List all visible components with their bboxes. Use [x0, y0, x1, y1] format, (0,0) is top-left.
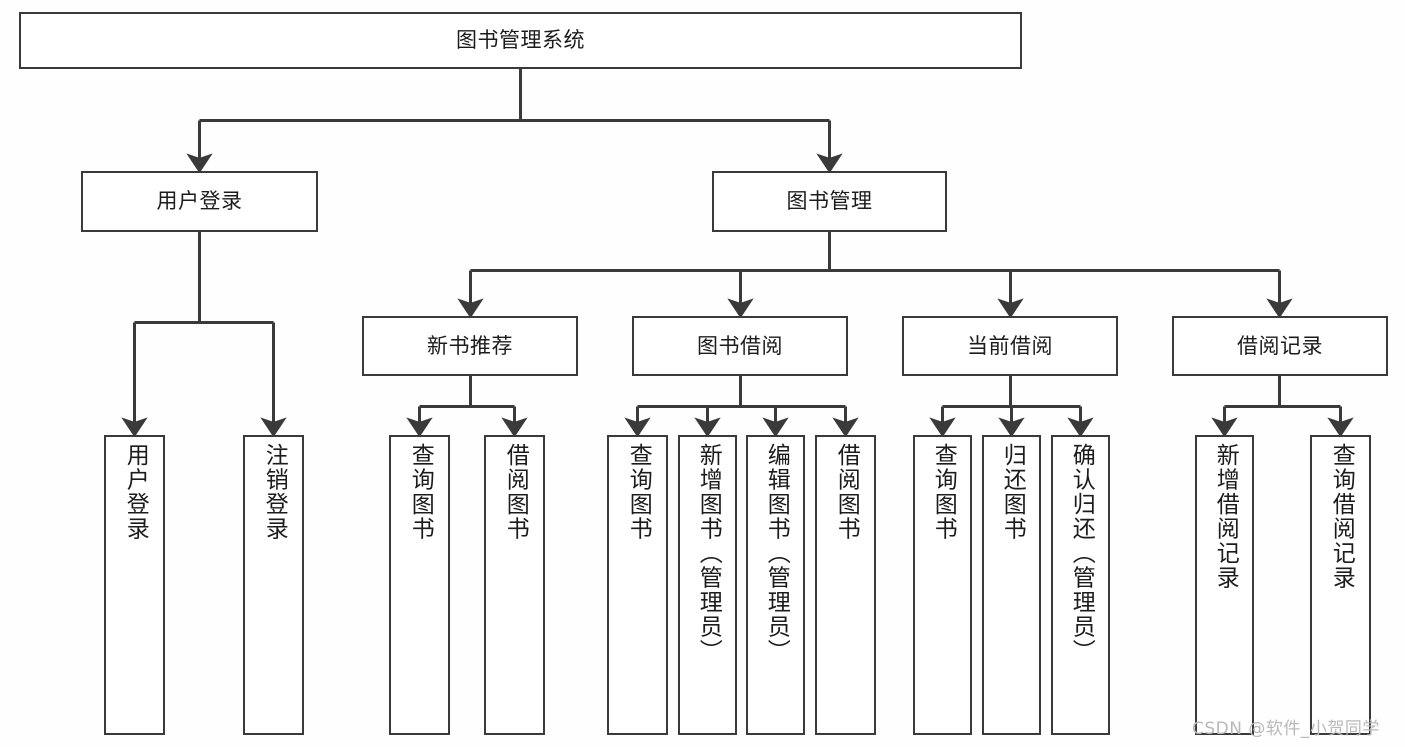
- node-user-logout[interactable]: 注销登录: [243, 435, 304, 735]
- node-br-add-record[interactable]: 新增借阅记录: [1195, 435, 1254, 735]
- node-borrow-record-label: 借阅记录: [1237, 333, 1323, 358]
- node-cb-return-book[interactable]: 归还图书: [982, 435, 1041, 735]
- node-cb-query-book-label: 查询图书: [930, 443, 957, 541]
- node-bb-borrow-book[interactable]: 借阅图书: [815, 435, 876, 735]
- node-user-login-do[interactable]: 用户登录: [104, 435, 165, 735]
- node-bb-edit-book-label: 编辑图书（管理员）: [763, 443, 790, 664]
- node-bb-add-book[interactable]: 新增图书（管理员）: [678, 435, 737, 735]
- node-book-borrow-label: 图书借阅: [697, 333, 783, 358]
- node-nbr-borrow-book-label: 借阅图书: [502, 443, 529, 541]
- node-user-logout-label: 注销登录: [261, 443, 288, 541]
- node-borrow-record[interactable]: 借阅记录: [1172, 316, 1388, 376]
- watermark-text: CSDN @软件_小贺同学: [1192, 719, 1380, 739]
- node-bb-query-book-label: 查询图书: [625, 443, 652, 541]
- node-new-book-rec[interactable]: 新书推荐: [362, 316, 578, 376]
- node-book-borrow[interactable]: 图书借阅: [632, 316, 848, 376]
- node-current-borrow[interactable]: 当前借阅: [902, 316, 1118, 376]
- node-current-borrow-label: 当前借阅: [967, 333, 1053, 358]
- node-nbr-query-book[interactable]: 查询图书: [389, 435, 450, 735]
- node-book-manage-label: 图书管理: [786, 189, 873, 213]
- node-book-manage[interactable]: 图书管理: [712, 171, 947, 232]
- node-nbr-query-book-label: 查询图书: [407, 443, 434, 541]
- node-bb-borrow-book-label: 借阅图书: [833, 443, 860, 541]
- node-root-label: 图书管理系统: [456, 28, 585, 52]
- node-bb-add-book-label: 新增图书（管理员）: [695, 443, 722, 664]
- node-nbr-borrow-book[interactable]: 借阅图书: [484, 435, 545, 735]
- node-user-login[interactable]: 用户登录: [81, 171, 318, 232]
- node-br-query-record[interactable]: 查询借阅记录: [1310, 435, 1371, 735]
- node-cb-confirm-return-label: 确认归还（管理员）: [1068, 443, 1095, 664]
- node-br-add-record-label: 新增借阅记录: [1212, 443, 1239, 590]
- node-cb-return-book-label: 归还图书: [999, 443, 1026, 541]
- node-br-query-record-label: 查询借阅记录: [1328, 443, 1355, 590]
- node-cb-query-book[interactable]: 查询图书: [913, 435, 972, 735]
- node-root[interactable]: 图书管理系统: [19, 12, 1022, 69]
- node-bb-query-book[interactable]: 查询图书: [607, 435, 668, 735]
- node-user-login-do-label: 用户登录: [122, 443, 149, 541]
- node-new-book-rec-label: 新书推荐: [427, 333, 513, 358]
- node-bb-edit-book[interactable]: 编辑图书（管理员）: [746, 435, 805, 735]
- node-cb-confirm-return[interactable]: 确认归还（管理员）: [1051, 435, 1110, 735]
- node-user-login-label: 用户登录: [156, 189, 243, 213]
